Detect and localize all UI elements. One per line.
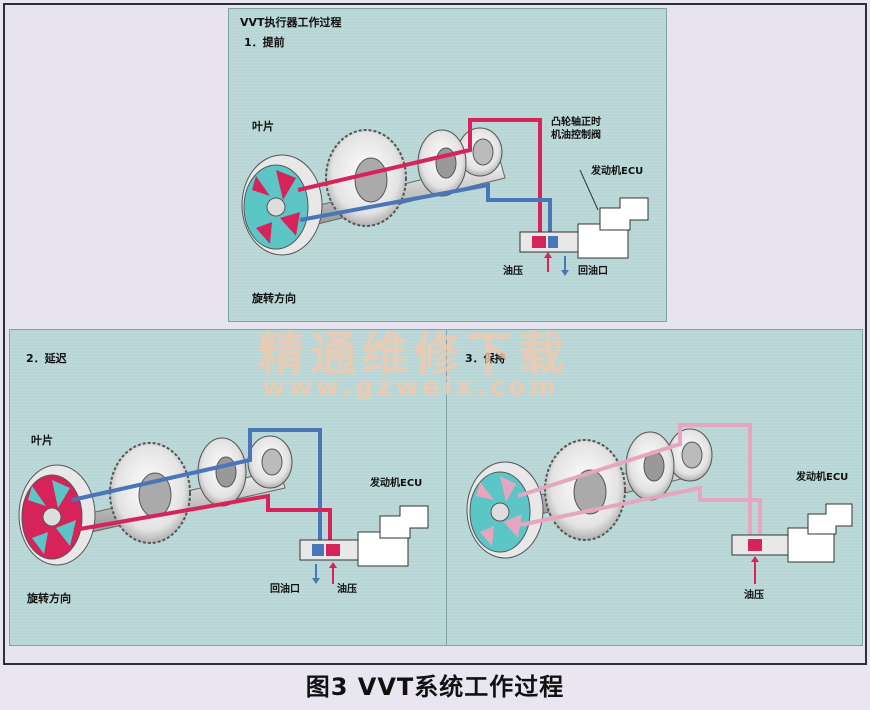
panel1-subtitle: 1．提前 [244,36,285,49]
panel3-ecu-label: 发动机ECU [796,472,849,483]
retard-assembly [18,428,429,584]
panel3-subtitle: 3．保持 [465,352,506,365]
panel3-pressure-label: 油压 [744,590,764,601]
panel1-vane-label: 叶片 [252,120,274,133]
panel2-pressure-label: 油压 [337,584,357,595]
panel1-return-label: 回油口 [578,266,608,277]
panel2-ecu-label: 发动机ECU [370,478,423,489]
retard-actuator-rotor [18,464,96,566]
panel1-rotation-label: 旋转方向 [252,292,296,305]
panel2-subtitle: 2．延迟 [26,352,67,365]
hold-actuator-rotor [466,461,544,559]
panel2-return-label: 回油口 [270,584,300,595]
advance-actuator-rotor [241,154,323,256]
advance-assembly [241,118,649,276]
figure-caption: 图3 VVT系统工作过程 [305,673,565,701]
panel1-ocv-label-2: 机油控制阀 [551,130,601,141]
hold-assembly [466,423,853,584]
panel1-ocv-label-1: 凸轮轴正时 [551,117,601,128]
watermark-cn: 精通维修下载 [258,327,570,381]
panel1-ecu-label: 发动机ECU [591,166,644,177]
panel2-vane-label: 叶片 [31,434,53,447]
panel1-pressure-label: 油压 [503,266,523,277]
watermark-url: www.gzweix.com [262,372,560,401]
panel2-rotation-label: 旋转方向 [27,592,71,605]
panel1-title: VVT执行器工作过程 [240,16,342,29]
